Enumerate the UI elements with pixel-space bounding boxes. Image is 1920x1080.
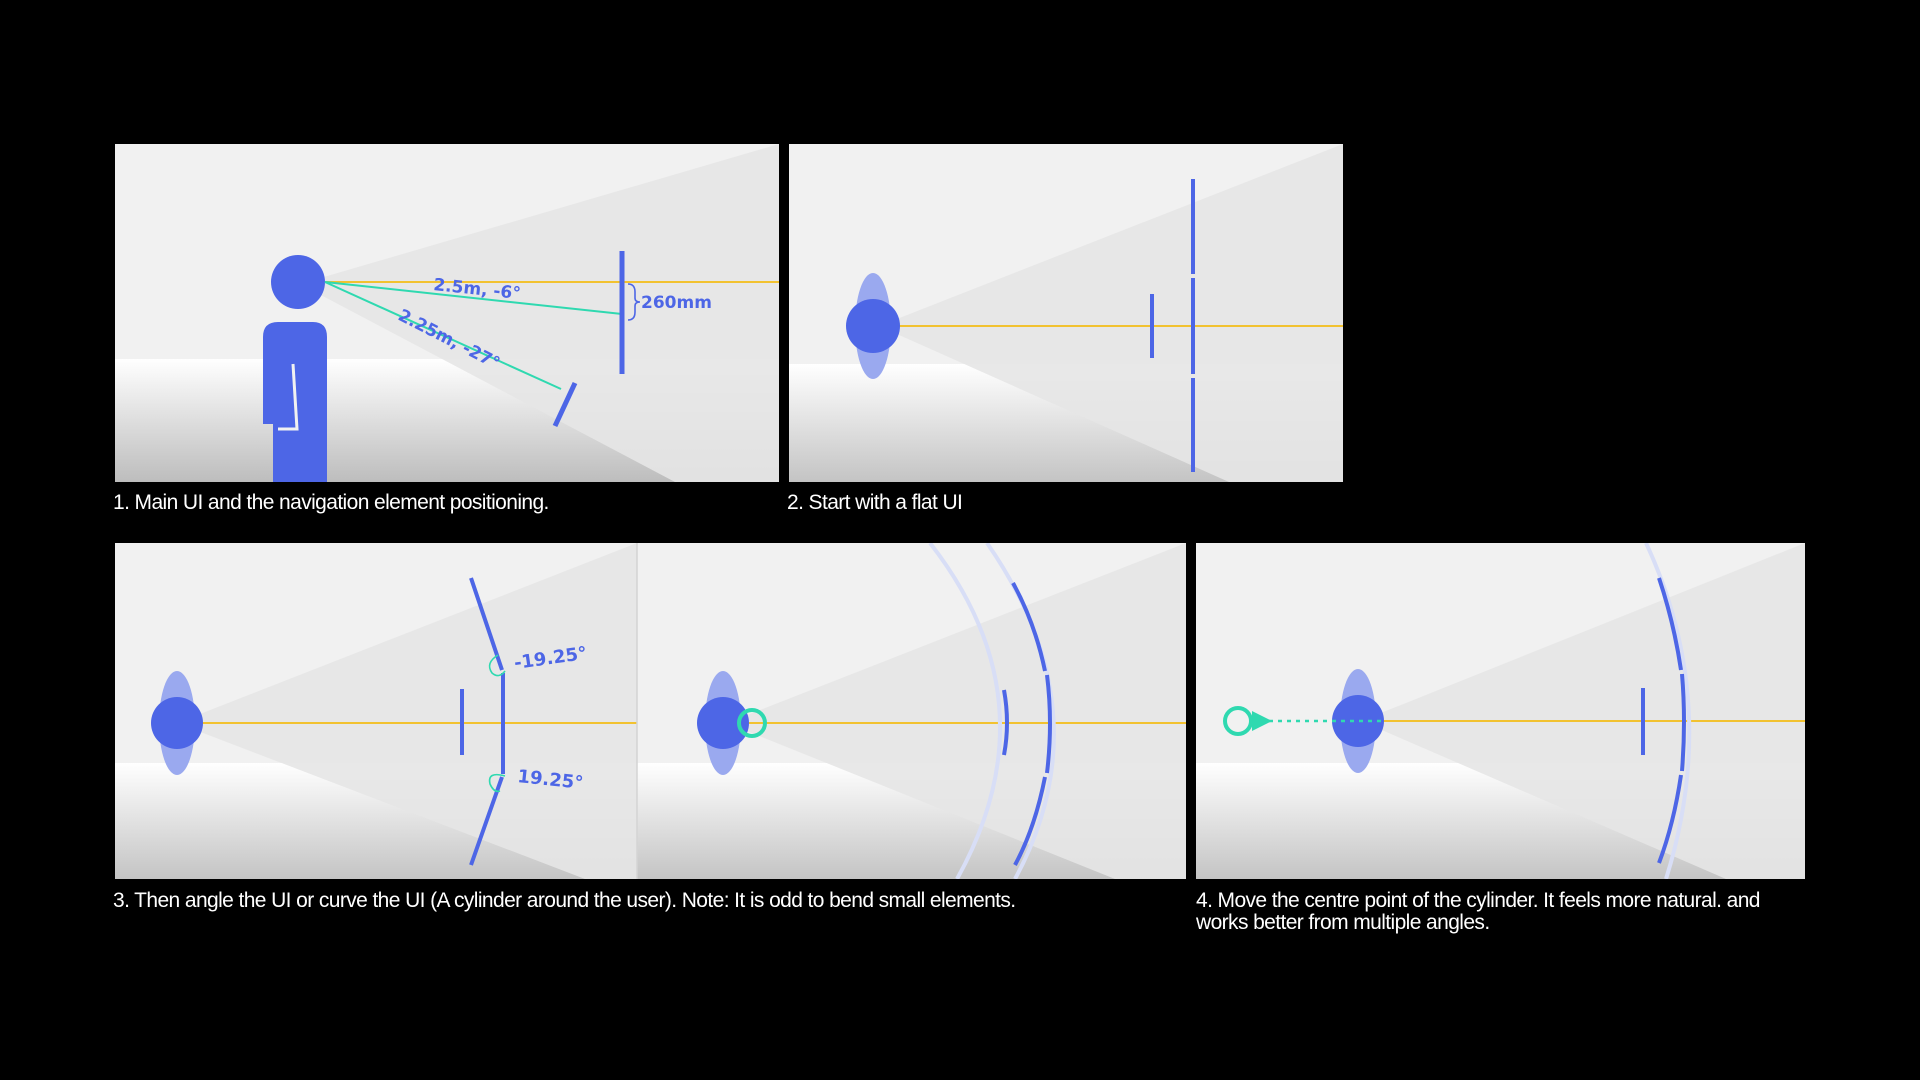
angle-arc-bottom — [488, 773, 506, 793]
head-topdown-icon — [1332, 669, 1384, 773]
cylinder-guide-arc-outer — [928, 543, 1003, 879]
view-cone-right — [727, 543, 1186, 879]
head-topdown-icon — [846, 273, 900, 379]
curved-ui-segment-middle — [1680, 673, 1686, 772]
panel-2-diagram — [789, 144, 1343, 482]
curved-ui-segment-bottom — [1657, 774, 1683, 864]
caption-1: 1. Main UI and the navigation element po… — [113, 491, 549, 514]
head-topdown-icon — [697, 671, 749, 775]
head-topdown-icon — [151, 671, 203, 775]
sightline-nav — [324, 281, 562, 390]
curved-ui-segment-bottom — [1013, 776, 1047, 866]
view-cone — [879, 144, 1343, 482]
curved-ui-subdiagram — [697, 543, 1186, 879]
view-cone — [300, 144, 779, 482]
user-figure-icon — [263, 255, 327, 482]
label-height: 260mm — [641, 293, 712, 313]
angled-ui-subdiagram: -19.25° 19.25° — [151, 543, 637, 879]
caption-4: 4. Move the centre point of the cylinder… — [1196, 889, 1760, 934]
panel-3-angled-and-curved: -19.25° 19.25° — [115, 543, 1186, 879]
view-cone-left — [177, 543, 637, 879]
angled-ui-segment-top — [469, 577, 504, 671]
curved-nav-element — [1002, 689, 1009, 756]
curved-ui-segment-top — [1011, 582, 1047, 672]
nav-element — [552, 381, 578, 428]
new-center-ring-icon — [1223, 706, 1253, 736]
view-cone — [1361, 543, 1805, 879]
height-brace — [627, 283, 641, 321]
panel-4-diagram — [1196, 543, 1805, 879]
caption-3: 3. Then angle the UI or curve the UI (A … — [113, 889, 1016, 912]
panel-1-diagram: 2.5m, -6° 2.25m, -27° 260mm — [115, 144, 779, 482]
caption-2: 2. Start with a flat UI — [787, 491, 963, 514]
curved-ui-segment-top — [1657, 577, 1683, 671]
sightline-main — [324, 281, 623, 315]
panel-2-top-view — [789, 144, 1343, 482]
panel-4-moved-center — [1196, 543, 1805, 879]
curved-ui-segment-middle — [1045, 674, 1052, 774]
panel-3-diagram: -19.25° 19.25° — [115, 543, 1186, 879]
cylinder-center-ring-icon — [737, 708, 767, 738]
angle-arc-top — [488, 654, 506, 677]
panel-1-side-view: 2.5m, -6° 2.25m, -27° 260mm — [115, 144, 779, 482]
